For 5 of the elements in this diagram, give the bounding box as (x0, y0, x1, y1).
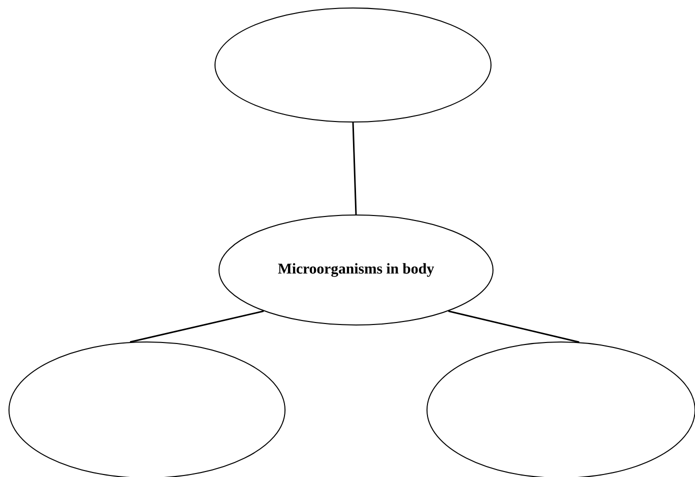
connector-line (352, 122, 357, 215)
empty-ellipse (214, 8, 492, 122)
ellipse-node: Microorganisms in body (218, 214, 494, 326)
connector-line (130, 310, 264, 343)
connector-line (448, 310, 580, 343)
